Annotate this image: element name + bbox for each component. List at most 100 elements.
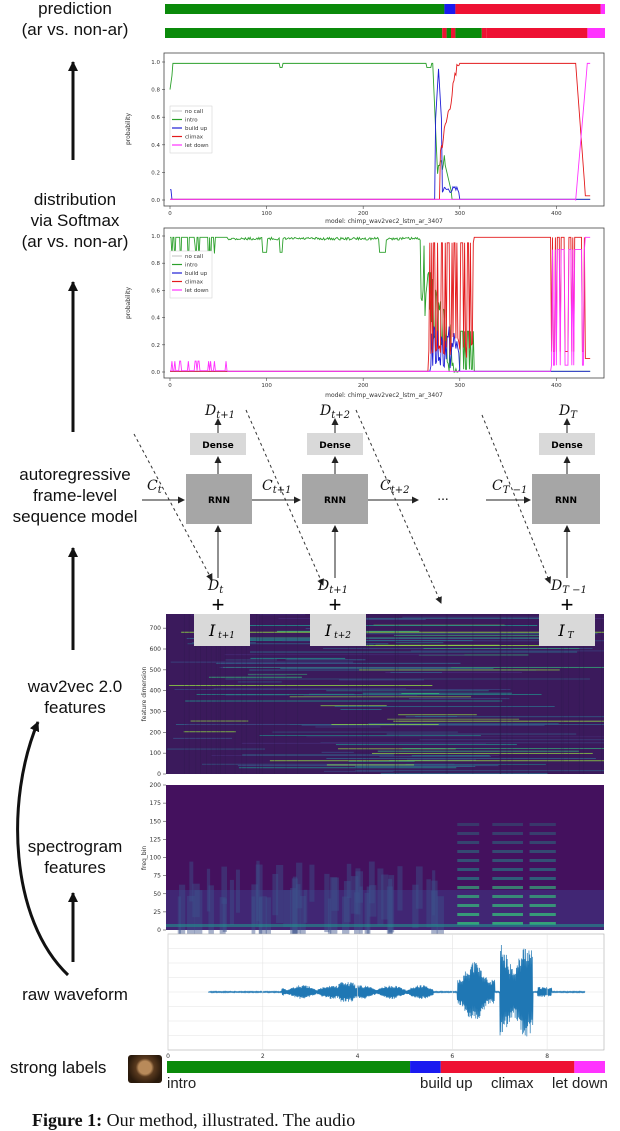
feature-column [547, 614, 549, 774]
dashed-connections [133, 409, 551, 604]
feature-band [359, 669, 560, 671]
feature-band [269, 760, 604, 762]
series-let-down [170, 62, 591, 201]
feature-band [371, 752, 593, 754]
plot2-xlabel: model: chimp_wav2vec2_lstm_ar_3407 [325, 392, 443, 399]
ytick-label: 1.0 [151, 60, 160, 66]
spectrogram-harmonic [492, 823, 523, 826]
feature-band [190, 720, 249, 722]
spectrogram-burst [430, 890, 438, 926]
label-spectrogram-line1: spectrogram [27, 837, 123, 856]
spectrogram-burst [415, 866, 423, 909]
label-distribution-line1: distribution [33, 190, 117, 209]
xtick-label: 400 [551, 211, 562, 217]
d-top-1: Dt+1 [204, 403, 235, 421]
feature-band [343, 617, 550, 619]
feature-column [601, 614, 603, 774]
ytick-label: 0 [157, 771, 161, 778]
spectrogram-harmonic [529, 904, 556, 907]
strong-label-let-down: let down [552, 1075, 608, 1092]
feature-band [250, 657, 346, 659]
feature-column [568, 614, 569, 774]
ytick-label: 200 [150, 782, 162, 789]
xtick-label: 8 [545, 1053, 549, 1060]
feature-band [393, 720, 604, 722]
prediction-bottom-segment [481, 28, 487, 38]
feature-band [418, 654, 529, 656]
label-strong-labels: strong labels [10, 1058, 107, 1077]
feature-band [237, 765, 499, 767]
plot1-ylabel: probability [125, 113, 132, 145]
label-autoregressive: autoregressive frame-level sequence mode… [0, 464, 150, 527]
xtick-label: 300 [455, 211, 466, 217]
spectrogram-harmonic [457, 895, 480, 898]
feature-band [183, 731, 236, 733]
spectrogram-burst [346, 863, 352, 898]
spectrogram-burst [431, 880, 438, 938]
label-prediction: prediction (ar vs. non-ar) [0, 0, 150, 40]
spectrogram-burst [309, 864, 315, 902]
strong-labels-bar [167, 1061, 605, 1073]
spectrogram-harmonic [492, 850, 523, 853]
feature-column [256, 614, 257, 774]
spectrogram-harmonic [457, 859, 480, 862]
spectrogram-burst [350, 876, 359, 914]
dashed-line-2 [245, 409, 324, 586]
spectrogram-harmonic [529, 895, 556, 898]
spectrogram-harmonic [457, 823, 480, 826]
spectrogram-burst [386, 886, 393, 951]
spectrogram-harmonic [492, 922, 523, 925]
feature-band [224, 654, 465, 656]
spectrogram-burst [219, 897, 226, 959]
spectrogram-burst [256, 860, 260, 922]
spectrogram-burst [272, 873, 279, 916]
feature-column [259, 614, 260, 774]
feature-band [340, 709, 382, 710]
ytick-label: 0.6 [151, 288, 160, 294]
feature-band [306, 736, 604, 738]
rnn-box-1 [186, 474, 252, 524]
feature-column [285, 614, 287, 774]
ytick-label: 200 [150, 729, 162, 736]
feature-band [361, 645, 555, 646]
c-label-2: Ct+1 [262, 478, 291, 496]
feature-column [421, 614, 423, 774]
ytick-label: 400 [150, 688, 162, 695]
spectrogram-ylabel: freq_bin [141, 846, 148, 870]
feature-band [393, 634, 571, 636]
c-label-4: CT −1 [492, 478, 527, 496]
spectrogram-harmonic [492, 841, 523, 844]
chimp-image [128, 1055, 162, 1083]
feature-band [282, 640, 604, 642]
feature-band [181, 631, 604, 633]
spectrogram-harmonic [492, 877, 523, 880]
spectrogram-harmonic [492, 913, 523, 916]
feature-column [183, 614, 185, 774]
feature-column [499, 614, 501, 774]
feature-band [320, 742, 604, 744]
input-box-3 [539, 614, 595, 646]
legend-label: intro [185, 118, 198, 124]
label-wav2vec-line2: features [44, 698, 106, 717]
feature-column [347, 614, 349, 774]
feature-column [562, 614, 564, 774]
legend-label: let down [185, 288, 209, 294]
feature-band [186, 723, 290, 725]
legend-label: no call [185, 254, 204, 260]
ytick-label: 600 [150, 646, 162, 653]
arrow-curve-to-wav2vec [16, 721, 70, 977]
plot2-frame [163, 227, 605, 379]
feature-band [219, 667, 452, 668]
dashed-line-4 [481, 414, 551, 584]
rnn-label-3: RNN [555, 496, 577, 506]
c-label-1: Ct [147, 478, 163, 496]
rnn-box-3 [532, 474, 600, 524]
prediction-top-segment [455, 4, 601, 14]
plot1-xlabel: model: chimp_wav2vec2_lstm_ar_3407 [325, 218, 443, 225]
ytick-label: 125 [150, 836, 162, 843]
spectrogram-burst [343, 881, 351, 923]
feature-column [241, 614, 243, 774]
feature-column [395, 614, 396, 774]
ytick-label: 25 [153, 909, 161, 916]
